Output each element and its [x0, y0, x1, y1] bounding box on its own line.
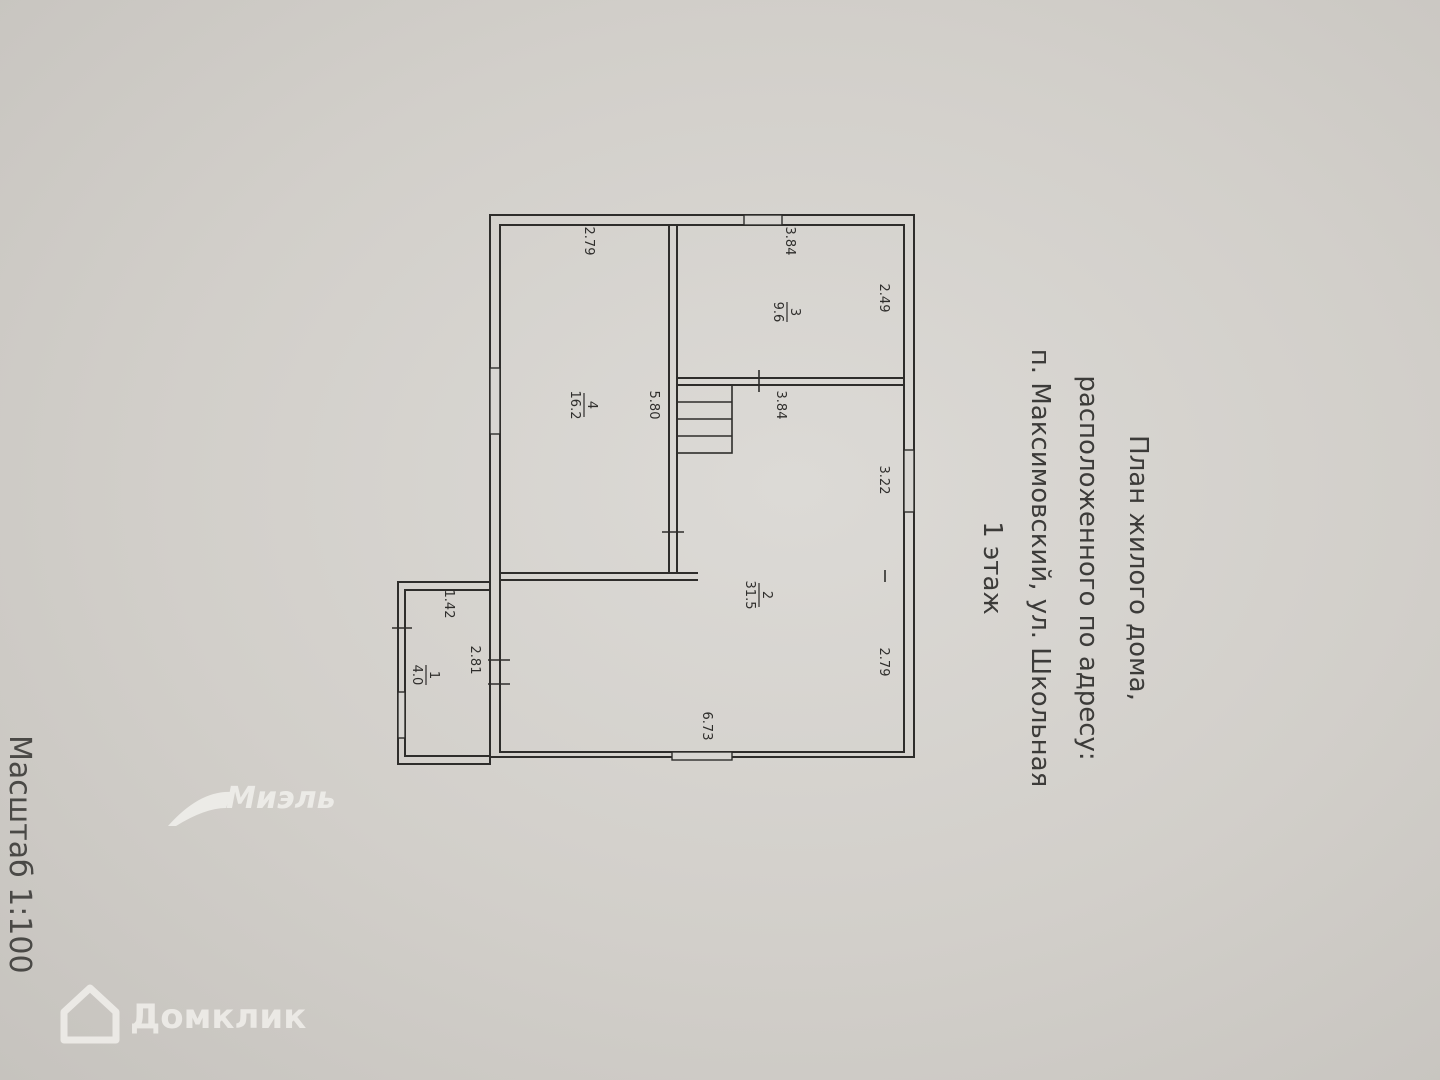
scale-label: Масштаб 1:100 — [2, 735, 37, 974]
window-top — [743, 214, 783, 226]
outer-wall-outer-line — [489, 214, 915, 758]
room-1-number: 1 — [426, 671, 441, 679]
windows — [397, 214, 915, 761]
dim-room3-width: 3.84 — [782, 227, 797, 256]
title-line-3: п. Максимовский, ул. Школьная — [1025, 349, 1055, 787]
room-3-area: 9.6 — [770, 302, 785, 323]
room-4-number: 4 — [584, 401, 599, 409]
mizel-watermark: Миэль — [168, 781, 336, 826]
dim-room4-length: 5.80 — [646, 391, 661, 420]
room-label-1: 1 4.0 — [409, 665, 441, 686]
door-markers — [392, 370, 886, 685]
dim-room3-depth: 2.49 — [876, 284, 891, 313]
room-2-number: 2 — [759, 591, 774, 599]
walls — [397, 214, 915, 765]
room-2-area: 31.5 — [742, 581, 757, 610]
domclick-watermark: Домклик — [60, 984, 306, 1044]
dim-room2-top: 3.84 — [773, 391, 788, 420]
room-1-area: 4.0 — [409, 665, 424, 686]
house-icon — [60, 984, 120, 1044]
mizel-logo-icon — [168, 791, 232, 826]
window-vestibule — [397, 691, 406, 739]
title-line-2: расположенного по адресу: — [1073, 375, 1103, 760]
room-label-2: 2 31.5 — [742, 581, 774, 610]
mizel-text: Миэль — [226, 781, 336, 816]
window-bottom — [671, 751, 733, 761]
dim-room2-right-upper: 3.22 — [876, 466, 891, 495]
title-line-4: 1 этаж — [977, 521, 1007, 615]
vestibule-wall-inner — [404, 589, 491, 757]
title-line-1: План жилого дома, — [1123, 435, 1153, 701]
domclick-text: Домклик — [130, 997, 306, 1037]
room-4-area: 16.2 — [567, 391, 582, 420]
staircase — [676, 384, 733, 454]
dim-room2-bottom: 6.73 — [699, 712, 714, 741]
dimension-labels: 2.79 3.84 2.49 5.80 3.84 3.22 2.79 6.73 … — [441, 227, 891, 741]
room-3-number: 3 — [787, 308, 802, 316]
window-right — [903, 449, 915, 513]
dim-room1-width: 1.42 — [441, 590, 456, 619]
room-label-3: 3 9.6 — [770, 302, 802, 323]
outer-wall-inner-line — [499, 224, 905, 753]
room-label-4: 4 16.2 — [567, 391, 599, 420]
window-left — [489, 367, 501, 435]
dim-room2-right-lower: 2.79 — [876, 648, 891, 677]
plan-title: План жилого дома, расположенного по адре… — [977, 349, 1153, 787]
dim-room4-width: 2.79 — [581, 227, 596, 256]
dim-room1-depth: 2.81 — [467, 646, 482, 675]
